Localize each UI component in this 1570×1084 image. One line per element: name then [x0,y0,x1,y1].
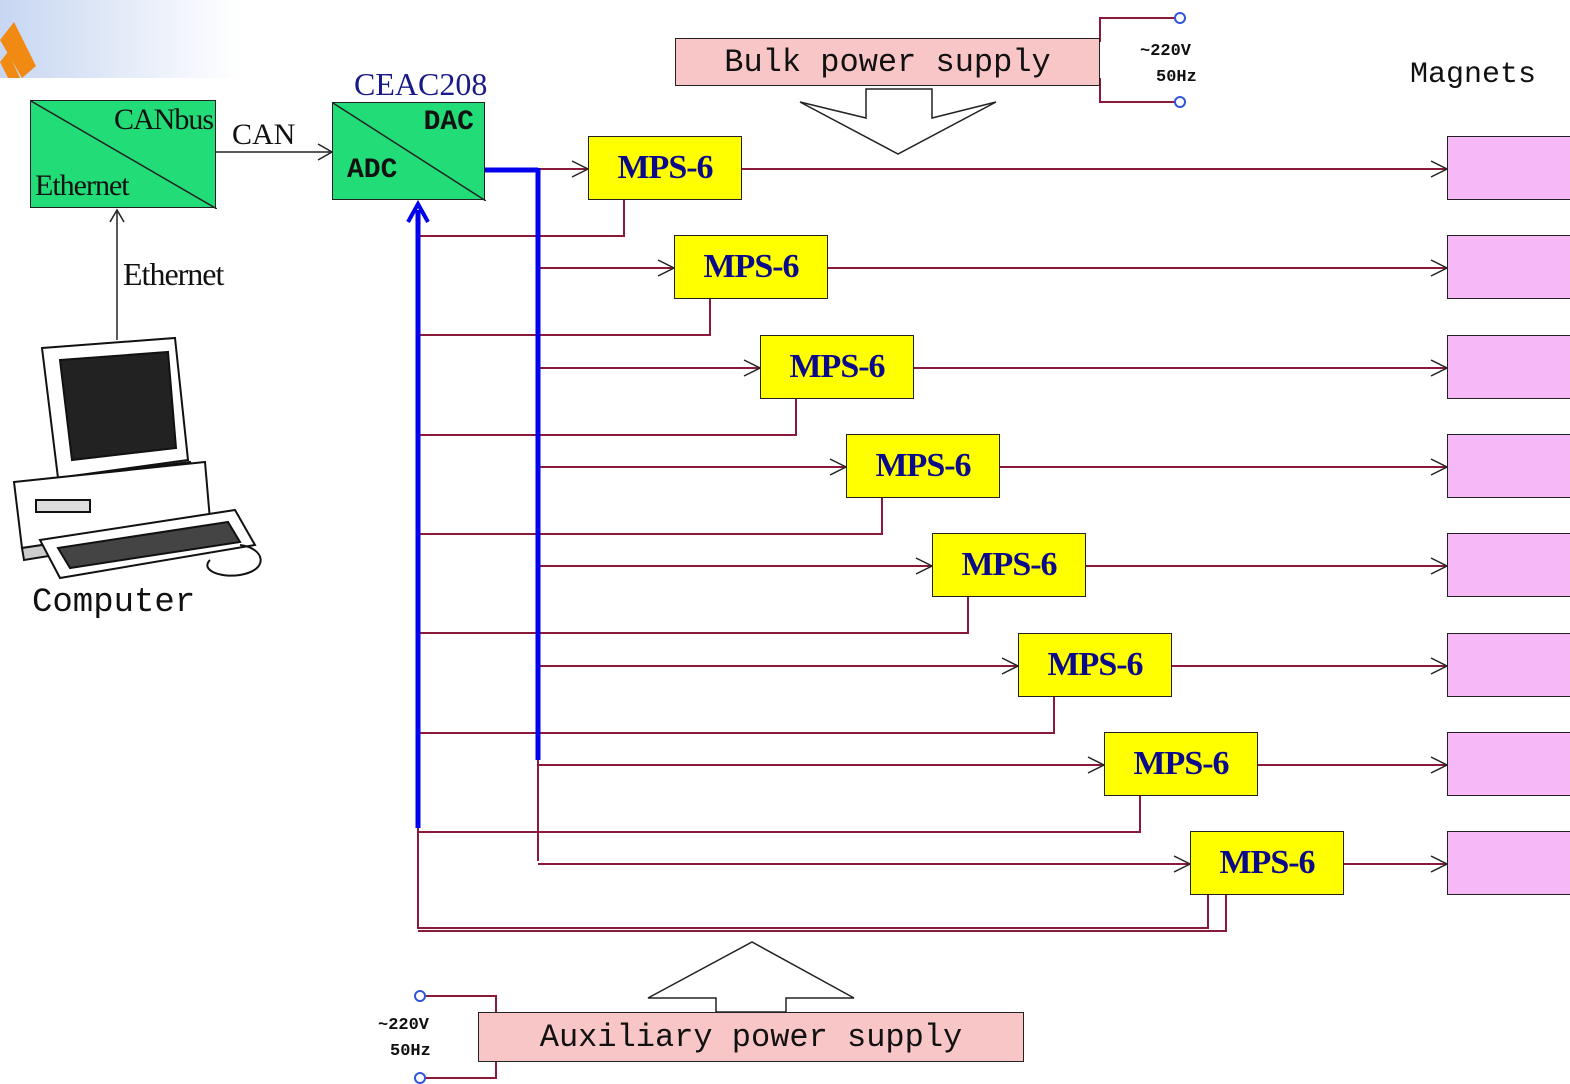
bulk-supply-arrow [799,88,997,155]
bulk-power-supply: Bulk power supply [675,38,1100,86]
computer-label: Computer [32,584,196,622]
auxiliary-power-supply: Auxiliary power supply [478,1012,1024,1062]
aux-mains-frequency: 50Hz [390,1042,431,1061]
mps-6-unit: MPS-6 [760,335,914,399]
terminal-icon [414,990,426,1002]
magnet-coil [1447,831,1570,895]
adc-feedback-line [418,399,797,436]
magnet-coil [1447,335,1570,399]
magnet-coil [1447,633,1570,697]
ceac208-module: DAC ADC [332,102,486,201]
ceac-diagonal [333,103,486,201]
aux-mains-terminals [414,990,497,1084]
logo-corner-icon [0,0,240,78]
bulk-mains-frequency: 50Hz [1156,68,1197,87]
ceac208-title: CEAC208 [354,66,488,102]
magnet-coil [1447,136,1570,200]
adc-feedback-line [418,299,711,336]
aux-mains-voltage: ~220V [378,1016,430,1035]
adc-bus-arrowhead [406,199,430,223]
ethernet-arrowhead [109,208,125,223]
bulk-mains-terminals [1099,12,1186,108]
converter-diagonal [31,101,217,209]
mps-6-unit: MPS-6 [1104,732,1258,796]
mps-6-unit: MPS-6 [588,136,742,200]
canbus-ethernet-converter: CANbus Ethernet [30,100,217,209]
adc-feedback-line [418,498,883,535]
computer-icon [12,336,262,580]
magnet-coil [1447,434,1570,498]
dac-label: DAC [423,107,474,138]
mps-6-unit: MPS-6 [1190,831,1344,895]
magnet-coil [1447,533,1570,597]
mps-6-unit: MPS-6 [932,533,1086,597]
ethernet-inner-label: Ethernet [35,169,130,202]
terminal-icon [1174,12,1186,24]
aux-feedback-loop [417,828,1209,929]
adc-feedback-line [418,796,1141,833]
adc-feedback-line [418,697,1055,734]
canbus-label: CANbus [113,103,214,136]
aux-supply-arrow [647,941,855,1013]
terminal-icon [1174,96,1186,108]
adc-feedback-line [418,895,1227,932]
mps-6-unit: MPS-6 [1018,633,1172,697]
adc-feedback-line [418,200,625,237]
adc-label: ADC [347,155,398,186]
can-link-label: CAN [232,118,296,151]
adc-feedback-line [418,597,969,634]
mps-6-unit: MPS-6 [674,235,828,299]
terminal-icon [414,1072,426,1084]
magnets-label: Magnets [1410,58,1537,92]
magnet-coil [1447,235,1570,299]
mps-6-unit: MPS-6 [846,434,1000,498]
magnet-coil [1447,732,1570,796]
bulk-mains-voltage: ~220V [1140,42,1192,61]
ethernet-link-label: Ethernet [123,256,224,292]
